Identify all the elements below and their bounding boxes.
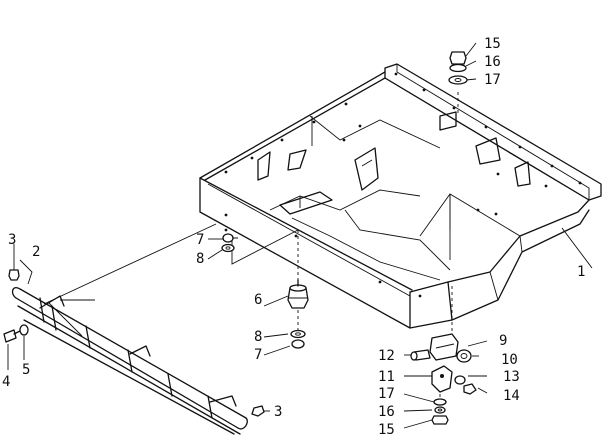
callout-3-right: 3 xyxy=(274,404,282,420)
callout-labels: 1 2 3 3 4 5 6 7 7 8 8 9 10 11 12 13 14 1… xyxy=(2,36,585,436)
plate-11 xyxy=(431,365,453,393)
callout-6: 6 xyxy=(254,292,262,308)
nut-15-top xyxy=(449,51,467,65)
callout-3-left: 3 xyxy=(8,232,16,248)
callout-10: 10 xyxy=(501,352,518,368)
washer-17-top xyxy=(448,75,468,85)
callout-13: 13 xyxy=(503,369,520,385)
bolt-3-left xyxy=(8,269,20,281)
callout-1: 1 xyxy=(577,264,585,280)
washer-7-upper xyxy=(222,233,234,243)
washer-8-upper xyxy=(221,243,235,253)
callout-7-lower: 7 xyxy=(254,347,262,363)
washer-13 xyxy=(454,375,466,385)
callout-15-top: 15 xyxy=(484,36,501,52)
callout-16-top: 16 xyxy=(484,54,501,70)
callout-16-bottom: 16 xyxy=(378,404,395,420)
washer-7-lower xyxy=(291,339,305,349)
callout-15-bottom: 15 xyxy=(378,422,395,436)
callout-8-upper: 8 xyxy=(196,251,204,267)
bolt-4 xyxy=(3,329,23,343)
washer-8-lower xyxy=(290,329,306,339)
rubber-mount-6 xyxy=(287,279,309,309)
nut-15-bottom xyxy=(431,415,449,425)
callout-7-upper: 7 xyxy=(196,232,204,248)
bumper-assembly xyxy=(11,287,248,435)
callout-17-top: 17 xyxy=(484,72,501,88)
washer-16-top xyxy=(449,63,467,73)
washer-17-bottom xyxy=(433,398,447,406)
callout-2: 2 xyxy=(32,244,40,260)
callout-4: 4 xyxy=(2,374,10,390)
callout-5: 5 xyxy=(22,362,30,378)
washer-5 xyxy=(19,324,29,336)
callout-8-lower: 8 xyxy=(254,329,262,345)
callout-14: 14 xyxy=(503,388,520,404)
nut-3-right xyxy=(251,405,265,417)
bracket-9 xyxy=(429,333,459,361)
bushing-10 xyxy=(456,349,472,363)
callout-9: 9 xyxy=(499,333,507,349)
frame-assembly xyxy=(199,63,602,329)
callout-12: 12 xyxy=(378,348,395,364)
pin-12 xyxy=(410,349,431,361)
nut-14 xyxy=(463,383,477,395)
callout-17-bottom: 17 xyxy=(378,386,395,402)
callout-11: 11 xyxy=(378,369,395,385)
flange-holes xyxy=(224,72,582,298)
washer-16-bottom xyxy=(434,406,446,414)
